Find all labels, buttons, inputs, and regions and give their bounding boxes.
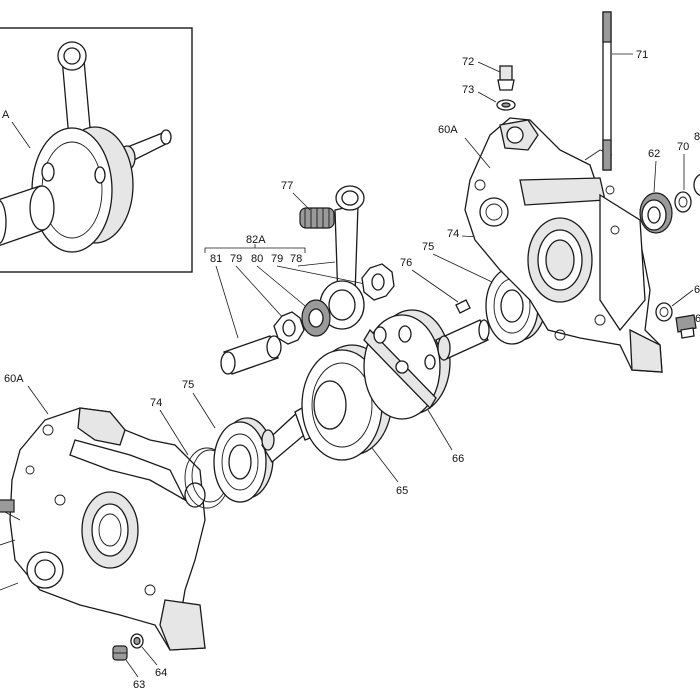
callout-78: 78 (290, 253, 302, 265)
callout-66: 66 (452, 453, 464, 465)
plug-6x (675, 314, 697, 339)
part-8x-partial (693, 173, 700, 197)
connecting-rod-78 (319, 185, 365, 330)
callout-63: 63 (133, 679, 145, 691)
callout-74-left: 74 (150, 397, 162, 409)
flywheel-66 (363, 309, 490, 420)
thrust-washer-79-right (361, 263, 395, 301)
crankshaft-inset: A (0, 27, 193, 273)
washer-64 (130, 633, 144, 649)
callout-60a-right: 60A (438, 124, 458, 136)
washer-73 (496, 99, 516, 111)
callout-76: 76 (400, 257, 412, 269)
fitting-72 (497, 65, 515, 91)
callout-75-left: 75 (182, 379, 194, 391)
callout-64: 64 (155, 667, 167, 679)
callout-70: 70 (677, 141, 689, 153)
callout-80: 80 (251, 253, 263, 265)
callout-60a-left: 60A (4, 373, 24, 385)
kit-82a-bracket (204, 244, 306, 253)
stud-71 (602, 11, 612, 171)
callout-79b: 79 (271, 253, 283, 265)
needle-cage-80 (301, 299, 331, 337)
thrust-washer-79-left (273, 311, 305, 345)
callout-61: 6 (694, 284, 700, 296)
bearing-75-left (213, 417, 274, 503)
needle-bearing-77 (299, 207, 335, 229)
callout-71: 71 (636, 49, 648, 61)
callout-8: 8 (694, 131, 700, 143)
callout-61b: 6 (695, 313, 700, 325)
callout-74-right: 74 (447, 228, 459, 240)
screw-63 (112, 645, 128, 661)
callout-73: 73 (462, 84, 474, 96)
callout-82a: 82A (246, 234, 266, 246)
oil-seal-62 (639, 192, 673, 234)
washer-6x (655, 302, 673, 322)
left-crankcase-half (0, 407, 206, 651)
callout-79a: 79 (230, 253, 242, 265)
callout-72: 72 (462, 56, 474, 68)
woodruff-key-76 (455, 299, 471, 314)
crank-pin-81 (220, 335, 282, 375)
callout-77: 77 (281, 180, 293, 192)
callout-81: 81 (210, 253, 222, 265)
callout-62: 62 (648, 148, 660, 160)
callout-65: 65 (396, 485, 408, 497)
callout-60a-inset: A (2, 109, 10, 121)
callout-75-right: 75 (422, 241, 434, 253)
right-crankcase-half (464, 117, 663, 373)
washer-70 (674, 191, 692, 213)
